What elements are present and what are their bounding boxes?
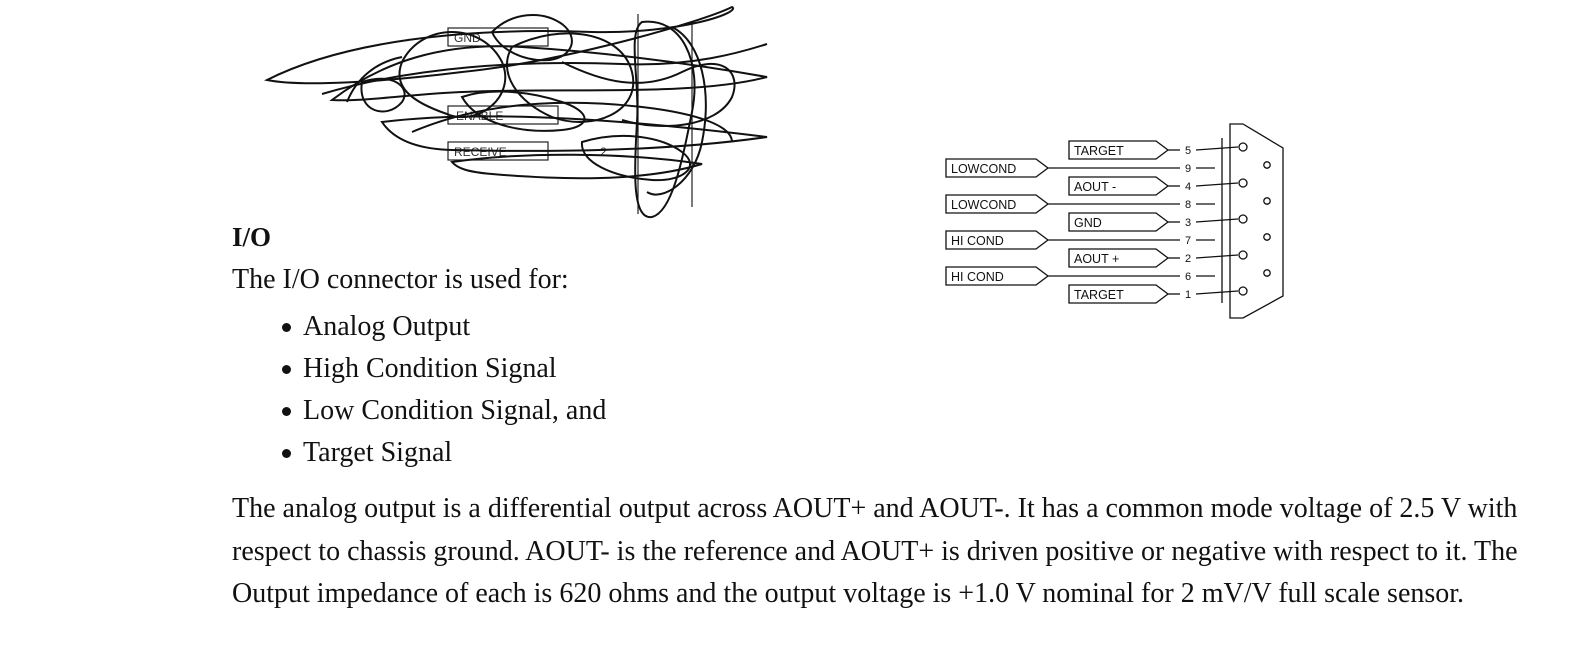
bullet-icon	[282, 322, 291, 332]
list-item-text: Analog Output	[303, 311, 471, 342]
bullet-icon	[282, 364, 291, 374]
pin-number-3: 3	[1185, 217, 1191, 229]
section-heading: I/O	[232, 222, 272, 252]
list-item-text: High Condition Signal	[303, 353, 557, 384]
scribbled-figure: GND ENABLE RECEIVE 2	[263, 5, 768, 219]
pin-number-5: 5	[1185, 145, 1191, 157]
label-box-target-1	[1068, 284, 1170, 304]
pin-2-circle	[1238, 250, 1248, 260]
pin-7-circle	[1263, 233, 1271, 241]
analog-output-paragraph: The analog output is a differential outp…	[232, 493, 1518, 609]
list-item: Target Signal	[282, 432, 606, 474]
pin-number-1: 1	[1185, 289, 1191, 301]
label-aout-minus: AOUT -	[1074, 180, 1116, 194]
pin-9-circle	[1263, 161, 1271, 169]
list-item: Low Condition Signal, and	[282, 390, 606, 432]
label-target-5: TARGET	[1074, 144, 1124, 158]
label-gnd: GND	[1074, 216, 1102, 230]
label-box-lowcond-8	[945, 194, 1050, 214]
label-target-1: TARGET	[1074, 288, 1124, 302]
label-hicond-7: HI COND	[951, 234, 1004, 248]
pin-number-7: 7	[1185, 235, 1191, 247]
pin-number-8: 8	[1185, 199, 1191, 211]
intro-text: The I/O connector is used for:	[232, 264, 569, 295]
list-item-text: Target Signal	[303, 437, 453, 468]
scribbled-label-pin: 2	[600, 145, 607, 159]
pin-6-circle	[1263, 269, 1271, 277]
pin-number-2: 2	[1185, 253, 1191, 265]
label-lowcond-9: LOWCOND	[951, 162, 1016, 176]
pin-3-circle	[1238, 214, 1248, 224]
label-aout-plus: AOUT +	[1074, 252, 1119, 266]
label-box-gnd	[1068, 212, 1170, 232]
pin-number-6: 6	[1185, 271, 1191, 283]
list-item: Analog Output	[282, 306, 606, 348]
scribble-strokes	[263, 5, 768, 219]
pin-8-circle	[1263, 197, 1271, 205]
bullet-icon	[282, 406, 291, 416]
scribbled-label-receive: RECEIVE	[454, 145, 507, 159]
list-item: High Condition Signal	[282, 348, 606, 390]
label-box-aout-plus	[1068, 248, 1170, 268]
label-lowcond-8: LOWCOND	[951, 198, 1016, 212]
pin-number-4: 4	[1185, 181, 1191, 193]
label-box-hicond-6	[945, 266, 1050, 286]
list-item-text: Low Condition Signal, and	[303, 395, 607, 426]
io-connector-diagram: TARGET AOUT - GND AOUT + TARGET LOWCOND …	[945, 123, 1284, 319]
pin-1-circle	[1238, 286, 1248, 296]
label-box-hicond-7	[945, 230, 1050, 250]
usage-list: Analog Output High Condition Signal Low …	[282, 306, 606, 474]
label-box-lowcond-9	[945, 158, 1050, 178]
pin-number-9: 9	[1185, 163, 1191, 175]
label-hicond-6: HI COND	[951, 270, 1004, 284]
label-box-target-5	[1068, 140, 1170, 160]
pin-5-circle	[1238, 142, 1248, 152]
connector-shell	[1229, 123, 1284, 319]
bullet-icon	[282, 448, 291, 458]
pin-4-circle	[1238, 178, 1248, 188]
label-box-aout-minus	[1068, 176, 1170, 196]
